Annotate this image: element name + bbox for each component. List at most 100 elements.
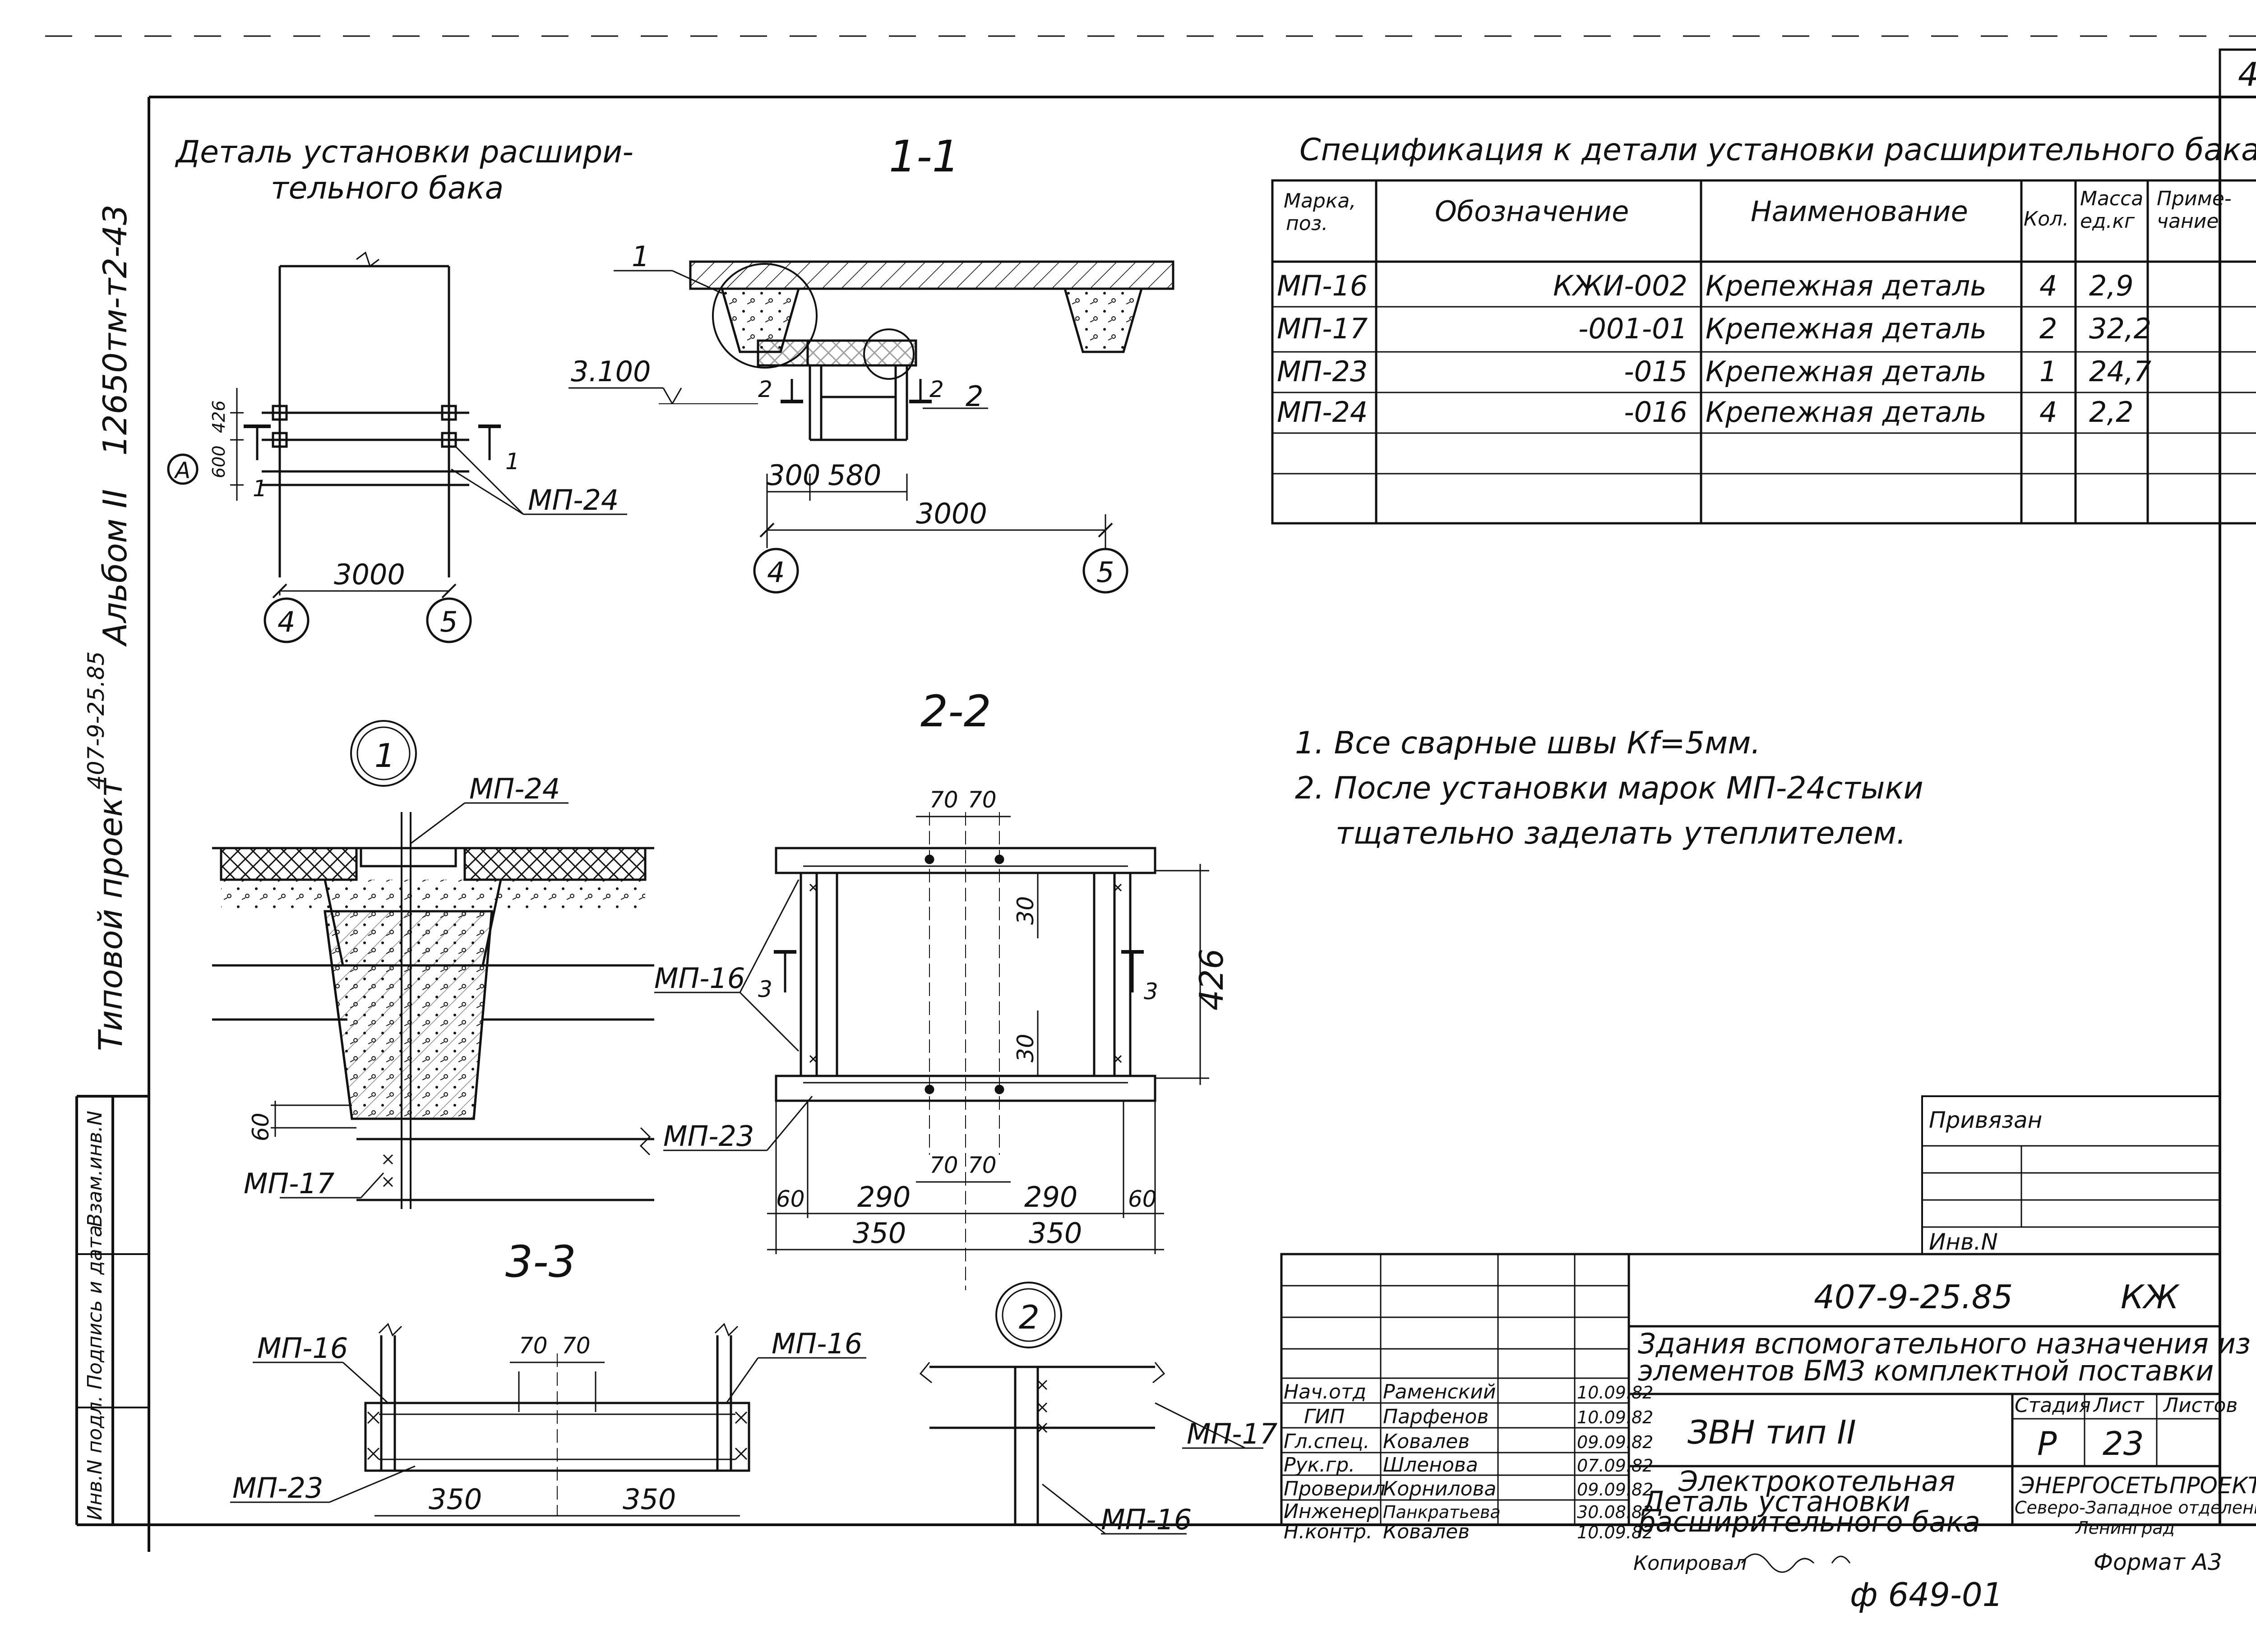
sheet-number: 42 — [2238, 55, 2256, 93]
spec-cell: МП-16 — [1277, 269, 1368, 302]
section-2-mp23: МП-23 — [663, 1120, 754, 1153]
spec-cell: -015 — [1624, 355, 1687, 388]
tb-org-3: Ленинград — [2075, 1518, 2175, 1538]
binding-inv-label: Инв.N — [1929, 1229, 1998, 1255]
callout-mp24-plan: МП-24 — [528, 484, 619, 517]
main-detail: Деталь установки расшири- тельного бака … — [167, 134, 633, 643]
dim-70a-bottom: 70 — [929, 1152, 958, 1178]
dim-70-right-33: 70 — [562, 1333, 591, 1359]
hdr-note-1: Приме- — [2157, 187, 2232, 210]
dim-300-section: 300 — [767, 459, 820, 492]
elevation-3100: 3.100 — [571, 355, 651, 388]
spec-row: МП-24 -016 Крепежная деталь 4 2,2 — [1277, 396, 2134, 429]
staff-name: Парфенов — [1383, 1405, 1489, 1428]
section-3-mp16-left: МП-16 — [257, 1332, 348, 1365]
node-1: 1 МП-24 МП-17 60 — [212, 720, 654, 1209]
copier-signature — [1741, 1553, 1851, 1573]
tb-stage: Р — [2037, 1425, 2057, 1463]
replace-inv-label: Взам.инв.N — [83, 1111, 106, 1227]
spec-cell: 2,9 — [2089, 269, 2134, 302]
cut-1-left: 1 — [253, 475, 267, 502]
section-3-3: 3-3 70 70 МП-16 МП-16 МП-23 350 350 — [230, 1237, 866, 1517]
dim-60-right: 60 — [1128, 1186, 1157, 1212]
hdr-note-2: чание — [2157, 210, 2219, 233]
dim-600-plan: 600 — [209, 445, 229, 478]
dim-70b-top: 70 — [968, 787, 997, 813]
dim-70-left-33: 70 — [519, 1333, 548, 1359]
tb-sheet-title-2: Деталь установки — [1641, 1485, 1910, 1518]
staff-role: Инженер — [1284, 1500, 1379, 1523]
spec-cell: 32,2 — [2089, 312, 2151, 345]
section-1-1: 1-1 1 3.100 2 2 2 — [569, 131, 1174, 594]
tb-mark: КЖ — [2121, 1278, 2180, 1316]
binding-block: Привязан Инв.N — [1921, 1095, 2221, 1255]
footer-order: ф 649-01 — [1850, 1576, 2003, 1614]
dim-290-left: 290 — [857, 1181, 911, 1214]
staff-date: 09.09.82 — [1577, 1432, 1653, 1452]
cut-2-label: 2 — [966, 380, 983, 413]
spec-cell: Крепежная деталь — [1706, 269, 1987, 302]
hdr-mass-2: ед.кг — [2080, 210, 2135, 233]
spec-cell: Крепежная деталь — [1706, 312, 1987, 345]
note-2: 2. После установки марок МП-24стыки — [1295, 771, 1923, 806]
tb-sheets-header: Листов — [2163, 1394, 2238, 1417]
section-3-mp16-right: МП-16 — [772, 1327, 862, 1360]
spec-cell: МП-24 — [1277, 396, 1368, 429]
sign-date-label: Подпись и дата — [83, 1225, 106, 1389]
axis-4-plan: 4 — [277, 605, 295, 638]
footer-format: Формат А3 — [2094, 1549, 2222, 1575]
footer: Копировал ф 649-01 Формат А3 — [1633, 1549, 2222, 1614]
section-2-2: 2-2 70 70 70 70 30 30 — [654, 686, 1230, 1290]
spec-cell: -001-01 — [1578, 312, 1687, 345]
dim-580-section: 580 — [828, 459, 881, 492]
staff-name: Раменский — [1383, 1380, 1496, 1403]
node-1-dim-60: 60 — [248, 1112, 274, 1141]
spec-cell: МП-17 — [1277, 312, 1368, 345]
tb-building: ЗВН тип II — [1687, 1413, 1856, 1451]
mark-a: А — [174, 457, 190, 484]
node-2-label: 2 — [1019, 1298, 1040, 1336]
axis-5-section: 5 — [1096, 556, 1114, 589]
album-label: Альбом II — [96, 489, 134, 647]
notes: 1. Все сварные швы Кf=5мм. 2. После уста… — [1295, 725, 1923, 851]
main-detail-title-2: тельного бака — [271, 171, 504, 206]
section-3-mp23: МП-23 — [232, 1472, 323, 1504]
main-detail-title-1: Деталь установки расшири- — [175, 134, 633, 170]
section-2-mp16: МП-16 — [654, 962, 745, 995]
archive-code-label: 12650тм-т2-43 — [96, 204, 134, 456]
node-2-mp16: МП-16 — [1101, 1503, 1192, 1536]
staff-role: Гл.спец. — [1284, 1430, 1370, 1453]
staff-role: Нач.отд — [1284, 1380, 1366, 1403]
spec-cell: 4 — [2039, 269, 2057, 302]
staff-date: 10.09.82 — [1577, 1383, 1653, 1403]
dim-350-right: 350 — [1029, 1217, 1082, 1250]
tb-stage-header: Стадия — [2015, 1394, 2091, 1417]
side-labels: Типовой проект 407-9-25.85 Альбом II 126… — [77, 204, 149, 1520]
spec-cell: -016 — [1624, 396, 1687, 429]
section-3-3-label: 3-3 — [505, 1237, 576, 1287]
spec-cell: 2 — [2039, 312, 2057, 345]
dim-350-left-33: 350 — [429, 1483, 482, 1516]
note-1: 1. Все сварные швы Кf=5мм. — [1295, 725, 1761, 761]
staff-date: 07.09.82 — [1577, 1456, 1653, 1476]
section-1-1-label: 1-1 — [889, 131, 960, 182]
staff-name: Ковалев — [1383, 1520, 1470, 1543]
spec-title: Спецификация к детали установки расширит… — [1299, 132, 2256, 168]
staff-name: Ковалев — [1383, 1430, 1470, 1453]
dim-70a-top: 70 — [929, 787, 958, 813]
section-2-2-label: 2-2 — [920, 686, 991, 737]
node-2: 2 МП-17 МП-16 — [919, 1282, 1277, 1536]
cut-2-right: 2 — [929, 376, 944, 402]
hdr-qty: Кол. — [2024, 208, 2069, 231]
staff-role: Проверил — [1284, 1477, 1386, 1500]
staff-date: 10.09.82 — [1577, 1523, 1653, 1542]
staff-date: 30.08.82 — [1577, 1502, 1653, 1522]
staff-name: Шленова — [1383, 1454, 1478, 1477]
spec-cell: МП-23 — [1277, 355, 1368, 388]
dim-3000-section: 3000 — [916, 497, 987, 530]
node-1-mp17: МП-17 — [244, 1167, 334, 1200]
staff-name: Панкратьева — [1383, 1502, 1501, 1522]
dim-60-left: 60 — [776, 1186, 805, 1212]
